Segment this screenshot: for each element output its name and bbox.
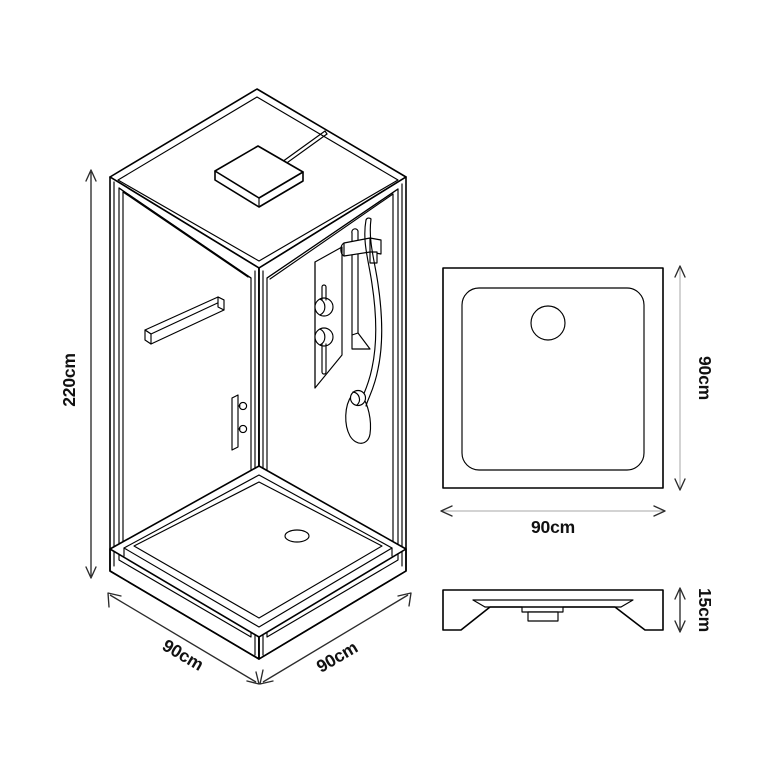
dimension-tray-height-15: 15cm <box>674 587 715 633</box>
shower-hose <box>359 217 383 407</box>
towel-bar <box>144 296 225 345</box>
enclosure-tray <box>109 465 407 660</box>
dimension-label-width-right: 90cm <box>313 637 361 677</box>
dimension-label-tray-height: 15cm <box>695 588 715 632</box>
slide-rail-bracket <box>340 237 382 264</box>
shower-tray-side-view: 15cm <box>442 587 715 633</box>
shower-enclosure-isometric: 220cm 90cm 90cm <box>59 88 412 685</box>
door-handle <box>231 394 248 451</box>
dimension-label-tray-depth: 90cm <box>695 356 715 400</box>
rain-shower-head <box>214 145 304 208</box>
control-knob-upper <box>314 284 334 317</box>
dimension-label-width-left: 90cm <box>159 635 207 675</box>
dimension-tray-width-90: 90cm <box>440 505 666 537</box>
control-knob-lower <box>314 327 334 375</box>
dimension-label-height: 220cm <box>59 353 79 407</box>
dimension-tray-depth-90: 90cm <box>674 265 715 491</box>
dimension-label-tray-width: 90cm <box>531 517 575 537</box>
hand-shower <box>345 389 372 444</box>
dimension-height-220: 220cm <box>59 169 97 579</box>
shower-tray-top-view: 90cm 90cm <box>440 265 715 537</box>
